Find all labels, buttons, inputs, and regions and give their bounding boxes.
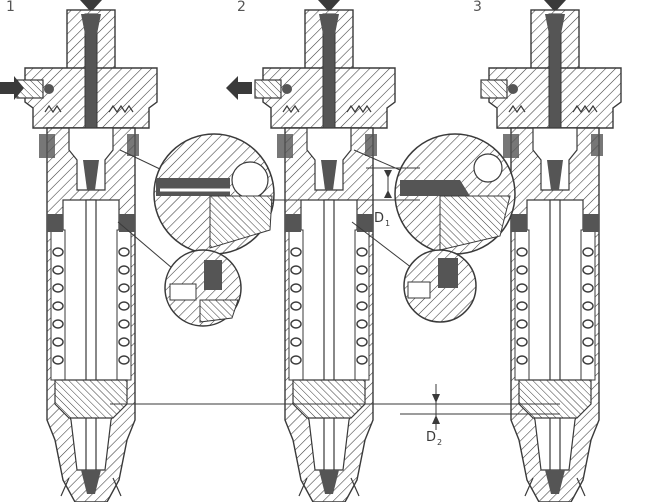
d2-label: D <box>426 430 436 445</box>
flow-arrow-down-icon <box>544 0 566 12</box>
d1-label: D <box>374 211 384 226</box>
detail-circle-upper-2 <box>353 133 516 255</box>
fuel-inlet-arrow-icon <box>226 76 252 100</box>
flow-arrow-down-icon <box>318 0 340 12</box>
dimension-d1: D 1 <box>366 167 420 228</box>
panel-number-3: 3 <box>473 0 482 15</box>
injector-section-2 <box>254 9 396 502</box>
dimension-d2: D 2 <box>110 384 560 447</box>
detail-circle-lower-2 <box>351 221 477 323</box>
injector-section-3 <box>480 9 622 502</box>
flow-arrow-down-icon <box>80 0 102 12</box>
d1-subscript: 1 <box>385 219 390 228</box>
d2-subscript: 2 <box>437 438 442 447</box>
fuel-inlet-arrow-icon <box>0 76 24 100</box>
panel-number-1: 1 <box>6 0 15 15</box>
panel-number-2: 2 <box>237 0 246 15</box>
detail-circle-upper-1 <box>119 133 275 255</box>
injector-section-1 <box>16 9 158 502</box>
detail-circle-lower-1 <box>117 221 242 327</box>
